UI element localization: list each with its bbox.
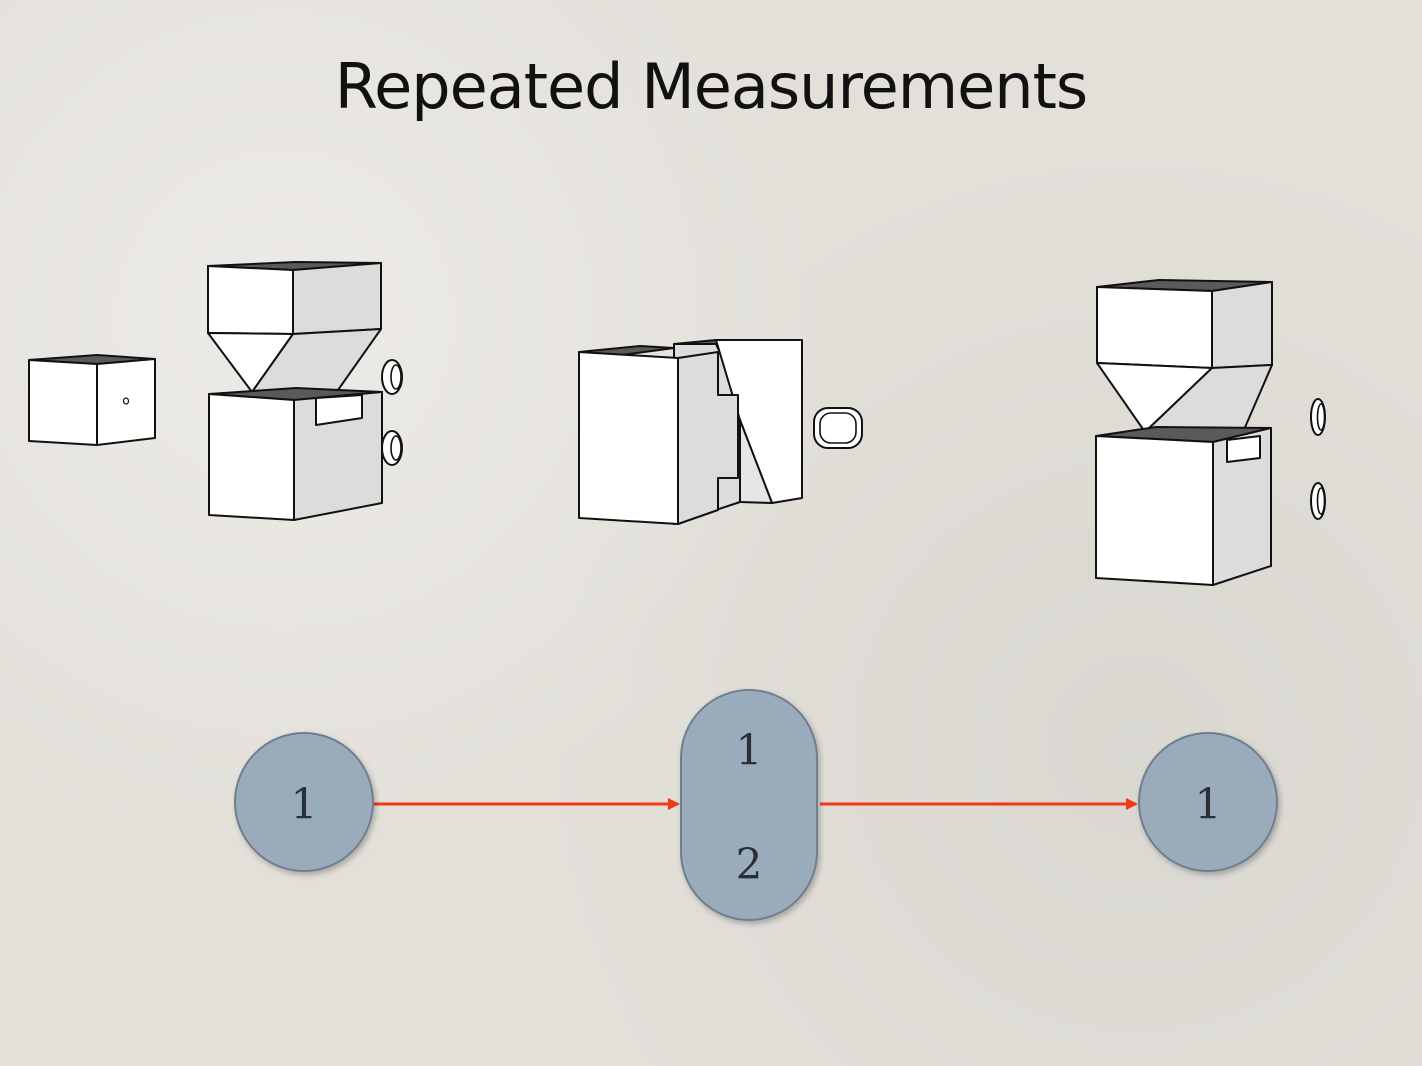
state-node-1-and-2: 1 2 — [680, 689, 818, 921]
splitter-apparatus-middle — [578, 339, 863, 525]
source-box — [28, 354, 156, 446]
node-label: 2 — [736, 840, 763, 889]
splitter-apparatus-left — [207, 261, 403, 521]
state-node-1-before: 1 — [234, 732, 374, 872]
state-node-1-after: 1 — [1138, 732, 1278, 872]
node-label: 1 — [291, 780, 318, 829]
splitter-apparatus-right — [1095, 279, 1326, 586]
slide-title: Repeated Measurements — [334, 50, 1088, 123]
node-label: 1 — [1195, 780, 1222, 829]
node-label: 1 — [736, 726, 763, 775]
